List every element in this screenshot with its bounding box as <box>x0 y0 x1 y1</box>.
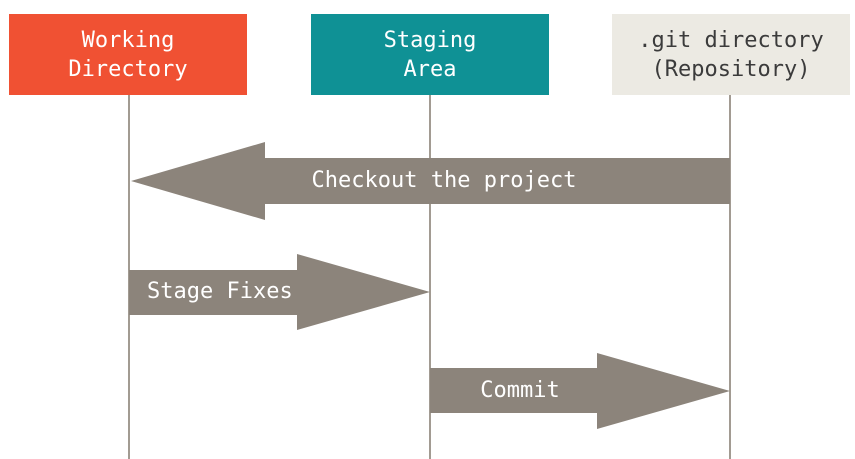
staging-area-box: Staging Area <box>311 14 549 95</box>
staging-area-label-line1: Staging <box>384 28 477 53</box>
commit-arrow: Commit <box>430 353 730 429</box>
commit-arrow-label: Commit <box>480 378 559 403</box>
working-directory-label-line1: Working <box>82 28 175 53</box>
checkout-arrow-shape <box>131 142 730 220</box>
staging-area-box-bg <box>311 14 549 95</box>
repository-label-line1: .git directory <box>638 28 823 53</box>
checkout-arrow: Checkout the project <box>131 142 730 220</box>
repository-box: .git directory (Repository) <box>612 14 850 95</box>
stage-fixes-arrow-shape <box>129 254 430 330</box>
working-directory-box-bg <box>9 14 247 95</box>
checkout-arrow-label: Checkout the project <box>312 168 577 193</box>
repository-box-bg <box>612 14 850 95</box>
stage-fixes-arrow: Stage Fixes <box>129 254 430 330</box>
working-directory-box: Working Directory <box>9 14 247 95</box>
working-directory-label-line2: Directory <box>68 57 187 82</box>
staging-area-label-line2: Area <box>404 57 457 82</box>
stage-fixes-arrow-label: Stage Fixes <box>147 279 293 304</box>
repository-label-line2: (Repository) <box>652 57 811 82</box>
commit-arrow-shape <box>430 353 730 429</box>
